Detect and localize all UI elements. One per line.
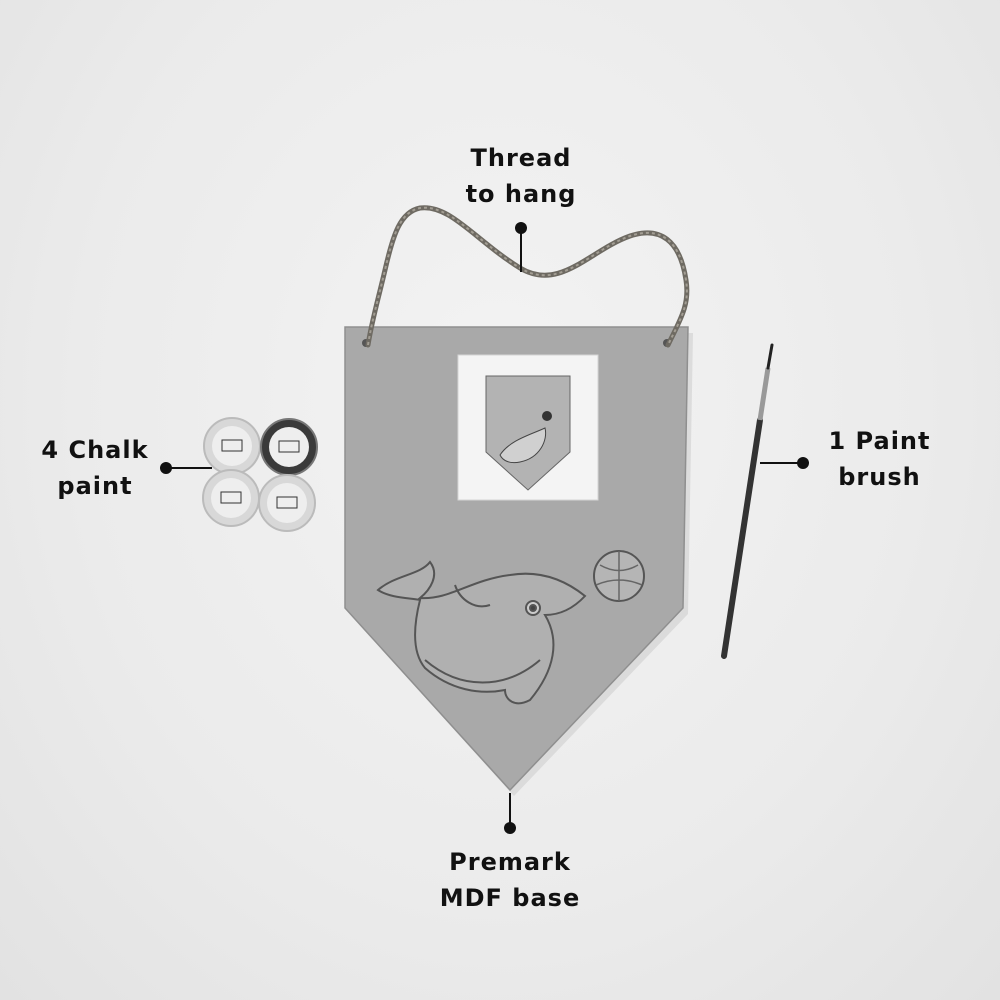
callout-dots [160,222,809,834]
base-label-line2: MDF base [439,884,581,912]
base-label-line1: Premark [449,848,571,876]
thread-texture [367,206,688,346]
chalk-paint-label: 4 Chalk paint [20,432,170,504]
brush-label-line1: 1 Paint [828,427,931,455]
card-dolphin-image [499,427,547,464]
brush-label: 1 Paint brush [812,423,947,495]
base-label: Premark MDF base [400,844,620,916]
thread [365,205,690,348]
thread-label-line2: to hang [465,180,577,208]
thread-label: Thread to hang [421,140,621,212]
chalk-paint-label-line1: 4 Chalk [41,436,149,464]
dolphin-cutout [376,560,587,705]
thread-label-line1: Thread [470,144,572,172]
chalk-paint-label-line2: paint [57,472,133,500]
paintbrush [721,343,774,659]
brush-label-line2: brush [838,463,921,491]
mdf-board [344,326,689,792]
card-ball-image [542,411,552,421]
ball-lines [595,551,643,601]
chalk-paint-pots [202,417,318,532]
